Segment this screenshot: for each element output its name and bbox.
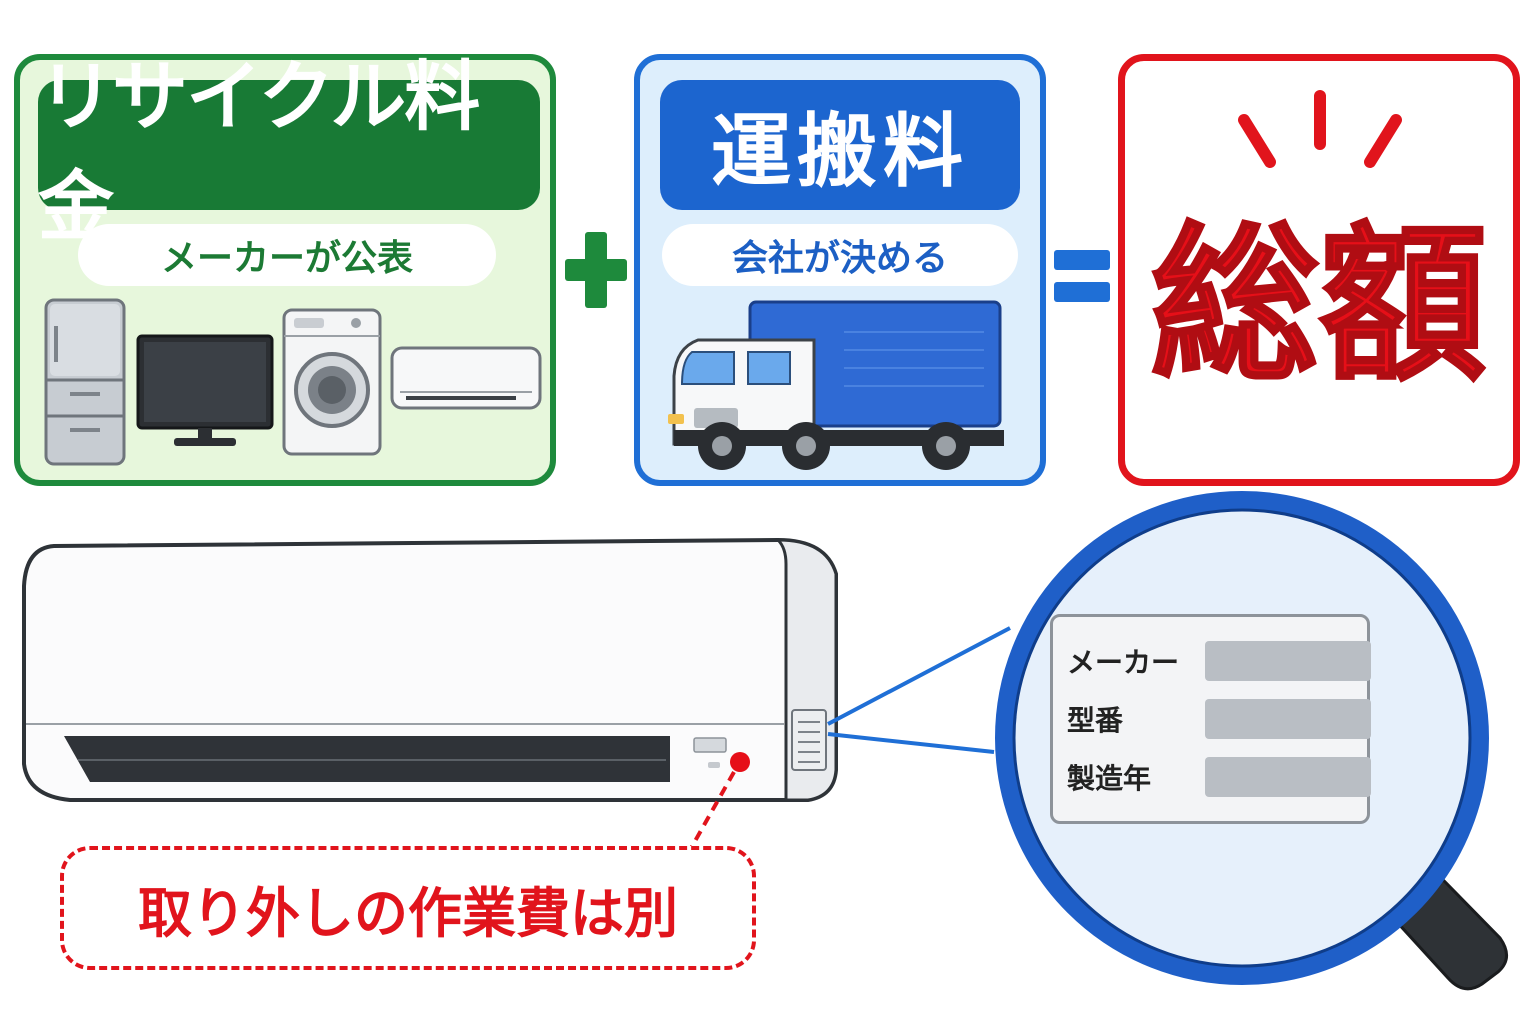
air-conditioner-icon: [22, 537, 838, 802]
nameplate-card: メーカー 型番 製造年: [1050, 614, 1371, 824]
equals-icon: [1054, 250, 1110, 302]
removal-fee-note: 取り外しの作業費は別: [60, 846, 756, 970]
nameplate-value-placeholder: [1205, 757, 1371, 797]
appliances-illustration: [44, 298, 542, 466]
nameplate-key: 型番: [1067, 704, 1124, 737]
nameplate-row: メーカー: [1067, 639, 1371, 683]
washing-machine-icon: [282, 308, 382, 456]
nameplate-row: 型番: [1067, 697, 1371, 741]
air-conditioner-icon: [390, 346, 542, 410]
refrigerator-icon: [44, 298, 126, 466]
television-icon: [136, 334, 274, 446]
plus-icon: [565, 232, 627, 308]
nameplate-value-placeholder: [1205, 699, 1371, 739]
recycle-fee-subtitle: メーカーが公表: [78, 224, 496, 286]
nameplate-value-placeholder: [1205, 641, 1371, 681]
truck-icon: [668, 300, 1004, 470]
transport-fee-subtitle: 会社が決める: [662, 224, 1018, 286]
total-title: 総額: [1150, 205, 1489, 404]
nameplate-key: 製造年: [1067, 762, 1152, 795]
nameplate-row: 製造年: [1067, 755, 1371, 799]
recycle-fee-title: リサイクル料金: [38, 52, 540, 251]
emphasis-burst-icon: [1238, 90, 1402, 168]
transport-fee-title: 運搬料: [660, 80, 1020, 210]
pointer-dot: [730, 752, 750, 772]
nameplate-key: メーカー: [1067, 646, 1180, 679]
